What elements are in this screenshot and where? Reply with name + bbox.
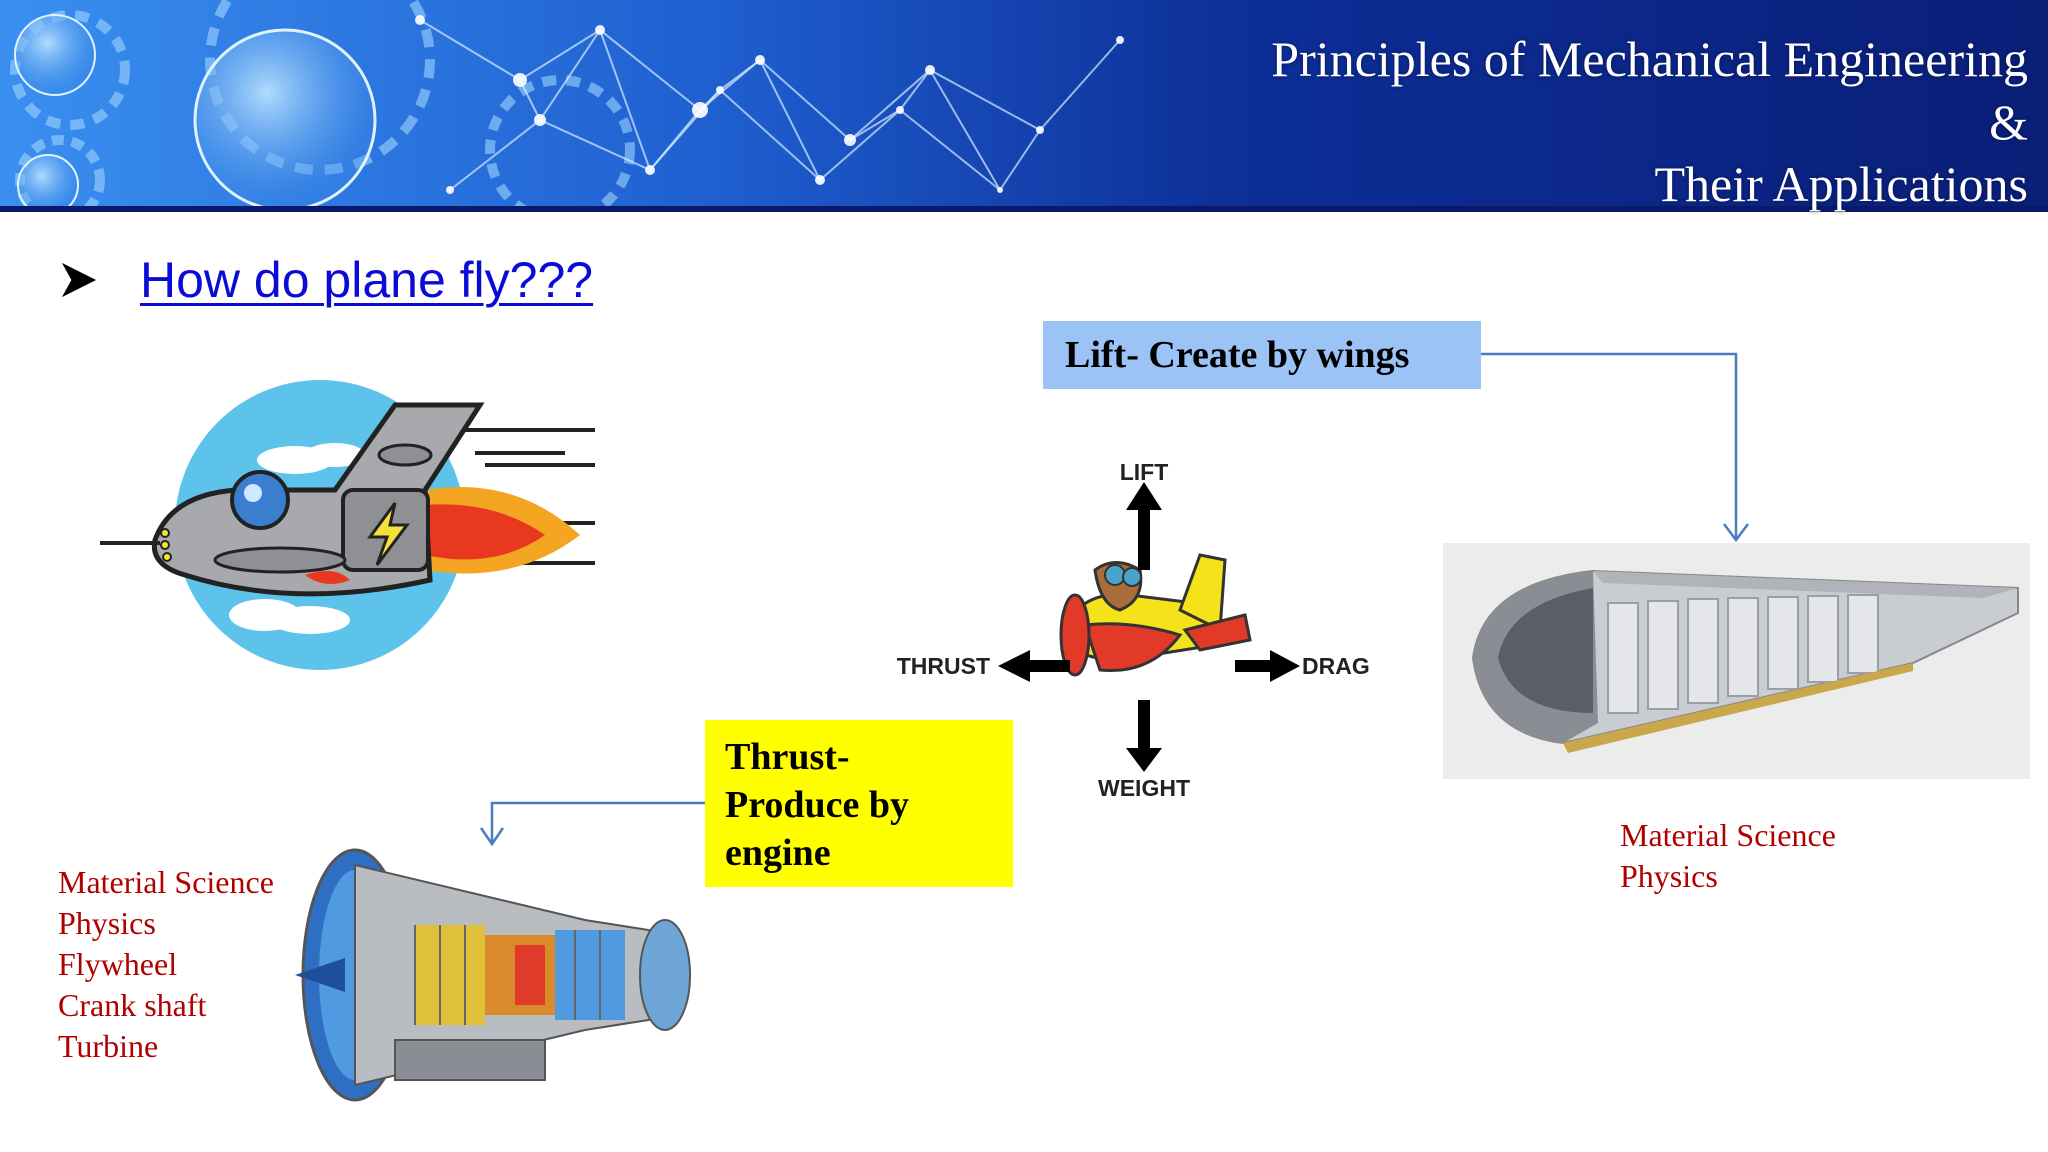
slide-title-line-2: & [1989, 94, 2028, 150]
engine-topic-item: Material Science [58, 864, 274, 900]
engine-topic-item: Flywheel [58, 946, 178, 982]
wing-topics: Material Science Physics [1620, 815, 1836, 897]
header-banner [0, 0, 2048, 212]
slide-title-line-3: Their Applications [1654, 156, 2028, 212]
rocket-plane-icon [100, 380, 595, 670]
slide-title-line-1: Principles of Mechanical Engineering [1271, 31, 2028, 87]
heading-row: How do plane fly??? [60, 248, 593, 312]
thrust-label: THRUST [897, 653, 990, 679]
cartoon-plane-icon [1059, 553, 1252, 677]
jet-engine-icon [295, 848, 691, 1102]
wing-cutaway-icon [1443, 543, 2030, 779]
engine-topic-item: Physics [58, 905, 156, 941]
lift-callout: Lift- Create by wings [1043, 321, 1481, 389]
engine-topics: Material Science Physics Flywheel Crank … [58, 862, 274, 1067]
forces-diagram: LIFT THRUST DRAG WEIGHT [897, 460, 1370, 801]
drag-label: DRAG [1302, 653, 1370, 679]
weight-label: WEIGHT [1098, 775, 1190, 801]
thrust-callout-line-2: Produce by [725, 784, 910, 826]
bullet-arrow-icon [61, 262, 97, 298]
lift-label: LIFT [1120, 460, 1169, 485]
heading-link[interactable]: How do plane fly??? [140, 252, 594, 308]
thrust-callout: Thrust- Produce by engine [705, 720, 1013, 887]
thrust-callout-line-3: engine [725, 832, 831, 874]
engine-topic-item: Turbine [58, 1028, 159, 1064]
engine-topic-item: Crank shaft [58, 987, 207, 1023]
wing-topic-item: Physics [1620, 858, 1718, 894]
thrust-callout-line-1: Thrust- [725, 736, 850, 778]
wing-topic-item: Material Science [1620, 817, 1836, 853]
